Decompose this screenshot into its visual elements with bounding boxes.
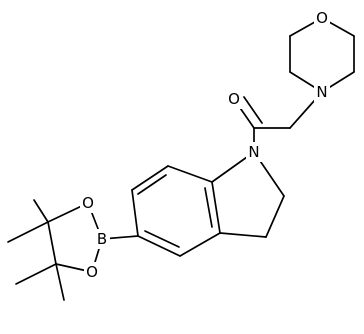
indoline-five-ring: [211, 151, 285, 238]
bond-c-c: [47, 221, 57, 265]
bond-c5-c4: [137, 235, 181, 257]
indoline-benzene-ring: [131, 165, 221, 257]
methyl-bond-1: [33, 199, 49, 223]
methyl-bond-4: [55, 263, 65, 301]
bond-c7a-c7: [167, 165, 213, 183]
bond-carbonyl-o-2: [243, 96, 263, 124]
bond-c5-c4-inner: [144, 230, 180, 248]
bond-c7-c6: [131, 165, 169, 191]
methyl-groups: [7, 199, 65, 301]
methyl-bond-2: [7, 221, 49, 243]
bond-c3a-c7a-inner: [204, 187, 213, 228]
bond-c6-c5: [131, 189, 139, 237]
methyl-bond-3: [15, 263, 57, 285]
atom-dioxaborolane-oxygen-upper: O: [82, 194, 94, 212]
atom-labels: O N O N B O O: [80, 8, 330, 282]
morpholine-ring: [289, 17, 355, 93]
atom-carbonyl-oxygen: O: [228, 90, 240, 108]
bond-c3a-c7a: [211, 181, 221, 234]
atom-boron: B: [97, 230, 107, 248]
atom-morpholine-nitrogen: N: [316, 83, 327, 101]
bond-c3-c3a: [219, 232, 267, 238]
bond-c4-c3a: [179, 232, 221, 257]
bond-c7-c6-inner: [137, 174, 167, 195]
atom-morpholine-oxygen: O: [316, 9, 328, 27]
bond-c2-c3: [265, 195, 285, 238]
atom-dioxaborolane-oxygen-lower: O: [86, 263, 98, 281]
dioxaborolane-ring: [47, 202, 103, 273]
atom-indoline-nitrogen: N: [248, 143, 259, 161]
